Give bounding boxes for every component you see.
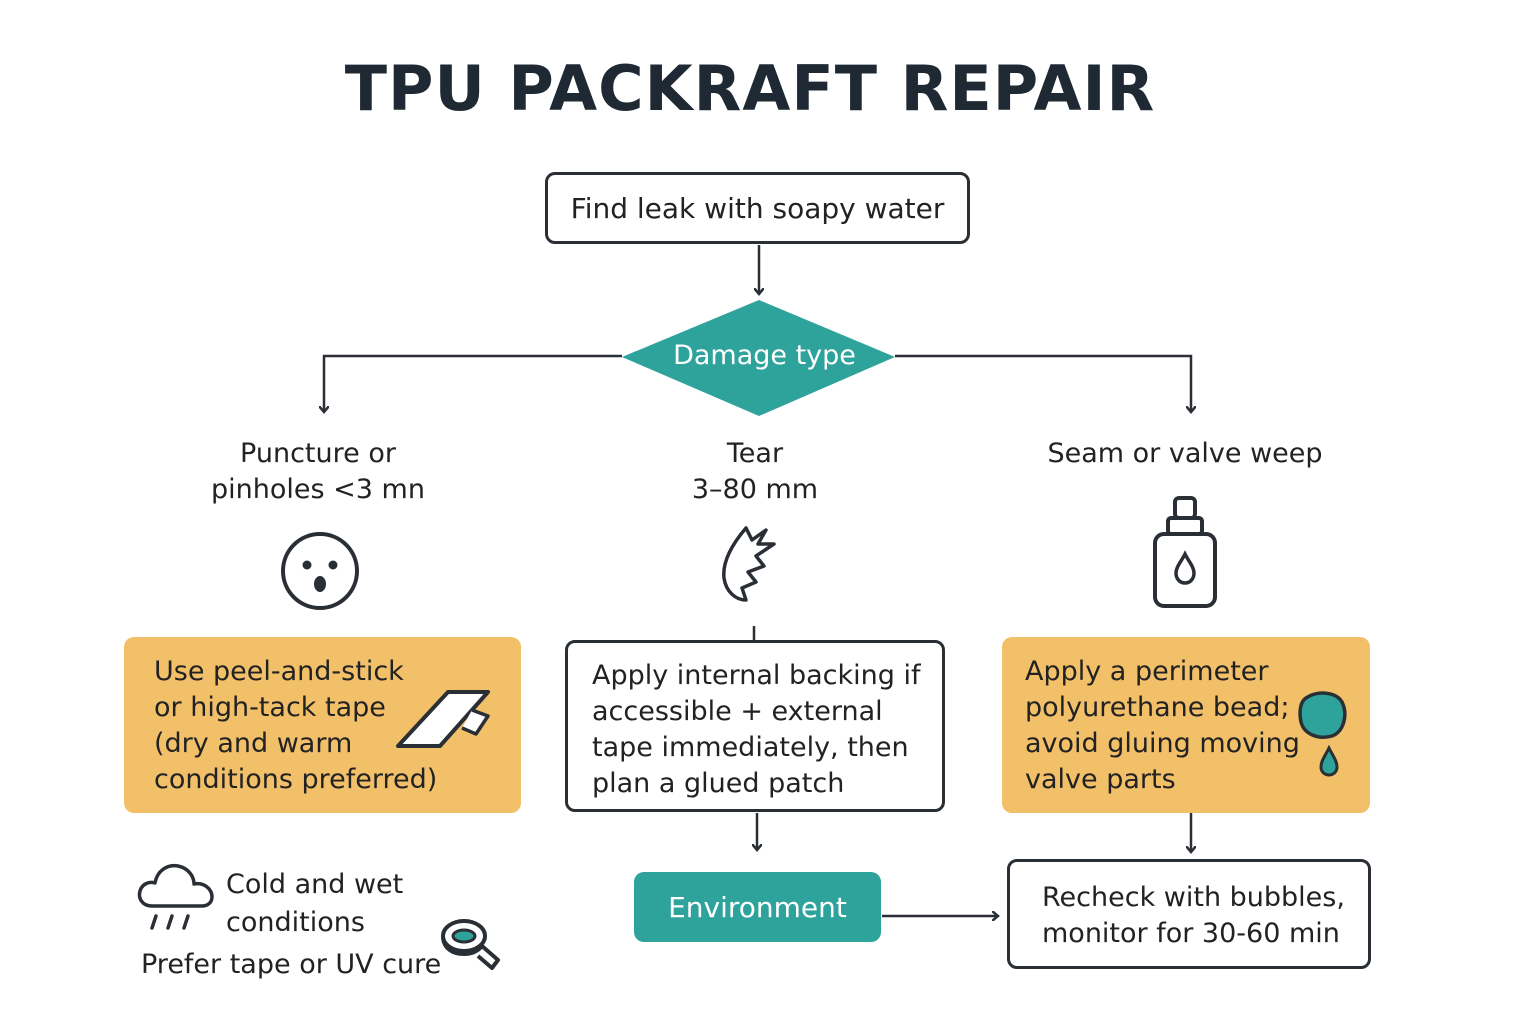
rain-cloud-icon — [137, 863, 214, 930]
tape-roll-icon — [441, 919, 500, 970]
seam-action-line: valve parts — [1025, 764, 1176, 795]
tear-action-card: Apply internal backing if accessible + e… — [565, 640, 945, 812]
recheck-line: monitor for 30-60 min — [1042, 918, 1340, 949]
puncture-action-line: (dry and warm — [154, 728, 353, 759]
branch-seam-label: Seam or valve weep — [1010, 436, 1360, 472]
branch-tear-line: Tear — [726, 438, 784, 469]
tear-action-line: plan a glued patch — [592, 768, 845, 799]
seam-action-card: Apply a perimeter polyurethane bead; avo… — [1002, 637, 1370, 813]
branch-tear-label: Tear 3–80 mm — [655, 436, 855, 508]
sealant-bottle-icon — [1153, 496, 1217, 608]
tape-strip-icon — [396, 690, 490, 748]
start-step-text: Find leak with soapy water — [570, 191, 945, 225]
branch-tear-line: 3–80 mm — [691, 474, 819, 505]
tear-action-line: Apply internal backing if — [592, 660, 921, 691]
branch-puncture-line: Puncture or — [240, 438, 396, 469]
puncture-action-line: conditions preferred) — [154, 764, 438, 795]
page-title: TPU PACKRAFT REPAIR — [344, 52, 1156, 125]
tear-action-line: tape immediately, then — [592, 732, 909, 763]
sealant-drops-icon — [1298, 691, 1347, 777]
decision-diamond — [622, 300, 895, 416]
prefer-tape-note: Prefer tape or UV cure — [141, 949, 442, 980]
arrow-to-puncture — [324, 354, 622, 412]
seam-action-line: avoid gluing moving — [1025, 728, 1300, 759]
start-step-box: Find leak with soapy water — [545, 172, 970, 244]
seam-action-line: Apply a perimeter — [1025, 656, 1269, 687]
cold-wet-line: Cold and wet — [226, 869, 404, 900]
cold-wet-note: Cold and wet conditions — [226, 866, 456, 942]
puncture-action-line: Use peel-and-stick — [154, 656, 404, 687]
environment-label: Environment — [668, 890, 847, 924]
recheck-line: Recheck with bubbles, — [1042, 882, 1345, 913]
seam-action-line: polyurethane bead; — [1025, 692, 1290, 723]
branch-puncture-line: pinholes <3 mn — [211, 474, 425, 505]
puncture-action-card: Use peel-and-stick or high-tack tape (dr… — [124, 637, 521, 813]
cold-wet-line: conditions — [226, 907, 365, 938]
branch-puncture-label: Puncture or pinholes <3 mn — [178, 436, 458, 508]
decision-label: Damage type — [673, 340, 856, 371]
surprised-face-icon — [281, 532, 359, 610]
recheck-step-box: Recheck with bubbles, monitor for 30-60 … — [1007, 859, 1371, 969]
branch-seam-line: Seam or valve weep — [1047, 438, 1323, 469]
torn-fabric-icon — [722, 526, 776, 602]
puncture-action-line: or high-tack tape — [154, 692, 386, 723]
tear-action-line: accessible + external — [592, 696, 883, 727]
arrow-to-seam — [895, 354, 1191, 412]
environment-button: Environment — [634, 872, 881, 942]
